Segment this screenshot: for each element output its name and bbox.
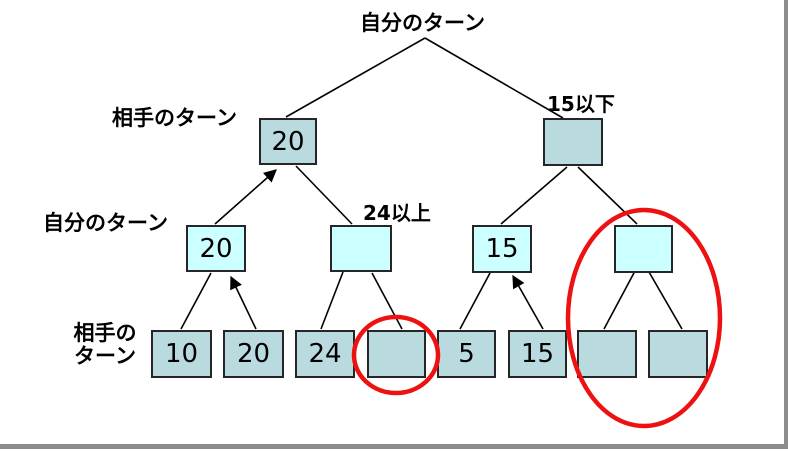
arrow-leaf15-to-l2c [512,274,544,330]
node-l2-b [330,225,392,272]
arrow-leaf20-to-l2a [230,275,257,330]
node-l2-a: 20 [186,225,246,272]
arrow-l2a-to-l1left [214,169,277,225]
node-l1-left: 20 [259,118,317,165]
node-l1-right [543,118,603,166]
root-turn-label: 自分のターン [360,11,485,35]
node-leaf-3: 24 [295,330,355,378]
node-l2-d [614,225,673,273]
row-label-level1: 相手のターン [112,106,237,130]
slide-edge-bottom [0,444,788,449]
node-leaf-2: 20 [223,330,284,378]
branch-bound-24-or-more: 24以上 [363,201,431,225]
branch-bound-15-or-less: 15以下 [547,92,615,116]
row-label-leaf-line2: ターン [74,344,136,368]
node-leaf-1: 10 [151,330,212,378]
node-leaf-6: 15 [508,330,567,378]
row-label-leaf-line1: 相手の [73,321,137,345]
row-label-leaf: 相手の ターン [64,322,146,368]
node-leaf-5: 5 [437,330,496,378]
row-label-level2: 自分のターン [43,211,168,235]
node-l2-c: 15 [472,225,532,273]
node-leaf-4 [367,330,426,378]
slide-edge-right [784,0,788,449]
node-leaf-7 [577,330,637,378]
node-leaf-8 [648,330,708,378]
